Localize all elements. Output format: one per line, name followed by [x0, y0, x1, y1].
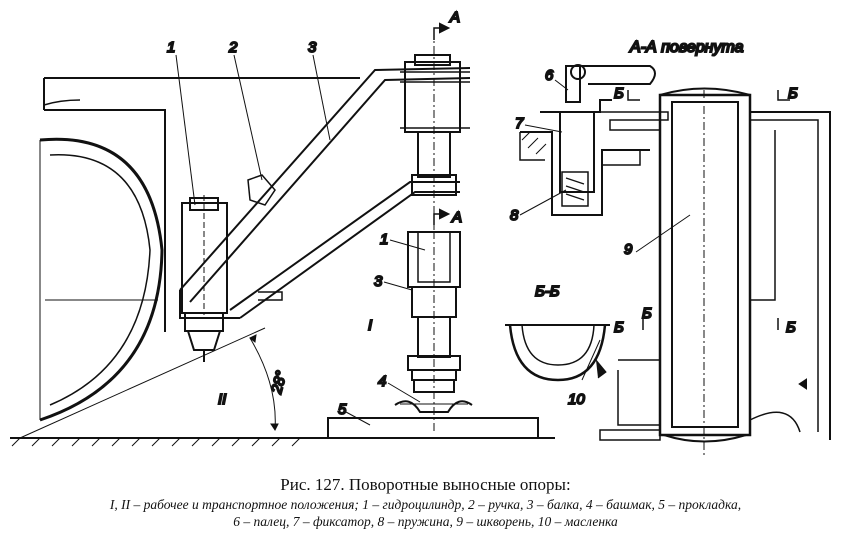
- leader-lines: [175, 54, 691, 426]
- arrow-b-5: Б: [642, 305, 652, 322]
- caption-title: Рис. 127. Поворотные выносные опоры:: [280, 475, 571, 494]
- part-labels: 1 2 3 1 3 4 5 6 7 8 9 10 А-А повернута Б…: [166, 8, 799, 419]
- label-10: 10: [568, 391, 585, 408]
- position-I-label: I: [368, 317, 372, 334]
- label-3b: 3: [374, 273, 383, 290]
- label-5: 5: [338, 401, 347, 418]
- label-7: 7: [515, 115, 524, 132]
- beam: [179, 67, 471, 319]
- section-b-arrows: [627, 90, 790, 330]
- label-3: 3: [308, 39, 317, 56]
- label-8: 8: [510, 207, 519, 224]
- ground-line: [10, 437, 555, 447]
- angle-marker: [19, 327, 279, 439]
- arrow-a-top: А: [449, 9, 460, 26]
- label-2: 2: [228, 39, 238, 56]
- label-1b: 1: [380, 231, 388, 248]
- section-bb: [505, 324, 610, 382]
- label-9: 9: [624, 241, 633, 258]
- label-4: 4: [378, 373, 386, 390]
- figure-caption: Рис. 127. Поворотные выносные опоры: I, …: [0, 474, 851, 530]
- vehicle-body: [43, 77, 360, 332]
- arrow-b-1: Б: [614, 85, 624, 102]
- section-aa: [519, 64, 831, 455]
- arrow-b-4: Б: [786, 319, 796, 336]
- caption-line-1: I, II – рабочее и транспортное положения…: [109, 497, 742, 512]
- outrigger-drawing: 1 2 3 1 3 4 5 6 7 8 9 10 А-А повернута Б…: [10, 8, 831, 455]
- position-II-label: II: [218, 391, 226, 408]
- label-1: 1: [167, 39, 175, 56]
- wheel: [39, 137, 164, 422]
- label-6: 6: [545, 67, 554, 84]
- cylinder-transport: [400, 22, 470, 232]
- section-bb-title: Б-Б: [535, 283, 560, 300]
- caption-line-2: 6 – палец, 7 – фиксатор, 8 – пружина, 9 …: [233, 514, 618, 529]
- arrow-a-mid: А: [451, 209, 462, 226]
- angle-label: 28°: [268, 369, 291, 396]
- cylinder-working: [327, 208, 539, 439]
- section-aa-title: А-А повернута: [629, 39, 744, 56]
- hydraulic-cylinder-left: [181, 195, 228, 362]
- arrow-b-2: Б: [788, 85, 798, 102]
- arrow-b-3: Б: [614, 319, 624, 336]
